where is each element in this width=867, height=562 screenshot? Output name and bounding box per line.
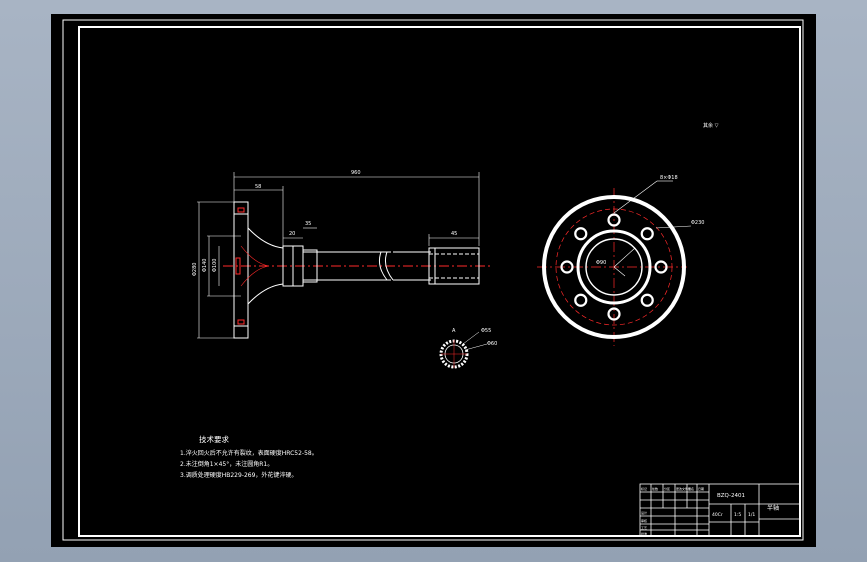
section-mark: A [452,328,456,334]
rev-col-zone: 分区 [664,486,670,491]
shoulder-dim: 35 [305,221,311,227]
bolt-circle [555,208,673,326]
spline-callout-1: Φ55 [481,328,491,334]
roughness-note: 其余 ▽ [703,122,719,129]
spline-length-dim: 45 [451,231,457,237]
sheet-border [62,19,804,541]
title-block-sheet: 1/1 [748,512,755,518]
cad-drawing: 其余 ▽ [62,19,804,541]
bolt-hole [640,227,654,241]
bolt-hole [574,227,588,241]
sign-checker: 审核 [641,518,647,523]
drawing-frame [78,26,801,537]
title-block-scale: 1:5 [734,512,741,518]
bolt-hole-callout: 8×Φ18 [660,175,678,181]
title-block-drawing-no: BZQ-2401 [717,493,745,499]
flange-diameter-dim: Φ280 [192,263,198,276]
tech-req-line-3: 3.调质处理硬度HB229-269，外花键淬硬。 [180,471,297,479]
bolt-hole [607,307,621,321]
flange-width-dim: 58 [255,184,261,190]
overall-length-dim: 960 [351,170,361,176]
sign-approve: 批准 [641,531,647,536]
title-block-material: 40Cr [712,512,723,518]
shaft-side-view [223,201,491,339]
tech-req-title: 技术要求 [199,434,229,444]
bolt-hole [607,213,621,227]
spline-end [428,247,480,285]
bolt-hole [640,293,654,307]
rev-col-mark: 标记 [641,486,647,491]
hub-diameter-dim: Φ140 [202,259,208,272]
rev-col-sign: 签名 [688,486,694,491]
sign-designer: 设计 [641,510,647,515]
pilot-diameter-dim: Φ100 [212,259,218,272]
rev-col-count: 处数 [652,486,658,491]
bore [585,238,643,296]
bolt-circle-callout: Φ230 [691,220,704,226]
flange-body [233,201,249,339]
step-dim: 20 [289,231,295,237]
rev-col-date: 日期 [698,486,704,491]
bolt-hole [560,260,574,274]
bolt-hole [574,293,588,307]
hub-collar [302,249,318,283]
tech-req-line-2: 2.未注倒角1×45°，未注圆角R1。 [180,460,273,468]
title-block-part-name: 半轴 [767,504,779,512]
rev-col-doc: 更改文件号 [676,486,691,491]
spline-callout-2: Φ60 [487,341,497,347]
bolt-hole [654,260,668,274]
shaft-dimensions [197,172,480,339]
flange-outer [542,195,686,339]
spline-section [439,331,488,369]
flange-end-view [537,180,692,346]
bore-callout: Φ90 [596,260,606,266]
sign-process: 工艺 [641,525,647,530]
tech-req-line-1: 1.淬火回火后不允许有裂纹，表面硬度HRC52-58。 [180,449,318,457]
title-block [639,483,801,537]
bolt-holes [560,213,668,321]
drawing-viewport[interactable]: 其余 ▽ [51,14,816,547]
hub-outer [576,229,652,305]
